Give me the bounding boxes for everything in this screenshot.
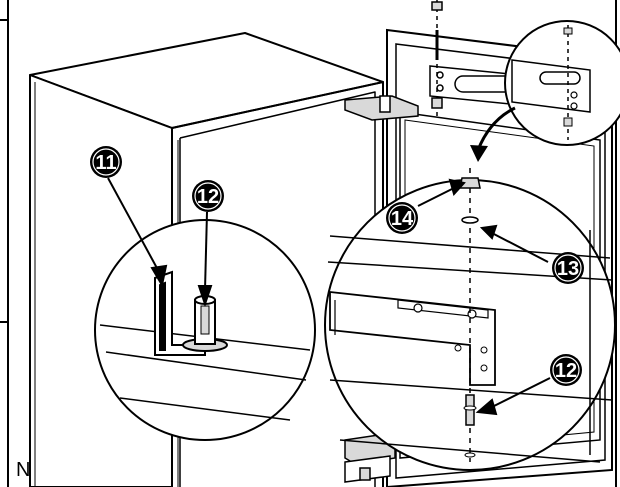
top-hinge <box>344 95 419 121</box>
callout-12-right: 12 <box>550 354 582 386</box>
callout-12-left: 12 <box>192 180 224 212</box>
corner-letter: N <box>16 459 30 481</box>
hinge-plate <box>329 290 496 386</box>
top-screw-axis <box>431 0 443 120</box>
washer <box>461 216 479 224</box>
svg-text:12: 12 <box>197 186 219 208</box>
leader-lines <box>107 177 551 416</box>
callout-13: 13 <box>552 252 584 284</box>
svg-text:13: 13 <box>557 258 579 280</box>
curved-arrow <box>470 106 516 162</box>
svg-text:14: 14 <box>391 208 414 230</box>
svg-text:12: 12 <box>555 360 577 382</box>
svg-text:11: 11 <box>95 152 116 174</box>
callout-14: 14 <box>386 202 418 234</box>
callout-11: 11 <box>90 146 122 178</box>
right-magnifier <box>324 168 616 471</box>
small-magnifier <box>504 20 620 146</box>
